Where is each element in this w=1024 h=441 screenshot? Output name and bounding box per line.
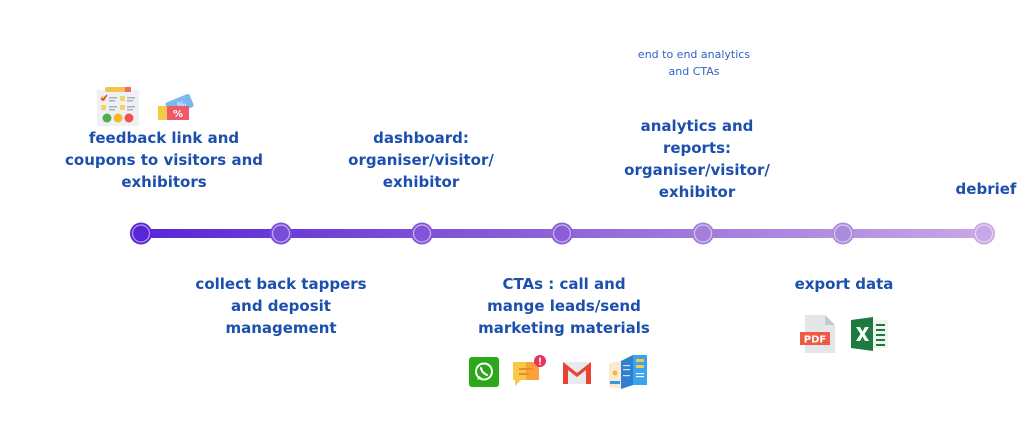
label-line: exhibitor <box>382 173 460 191</box>
label-line: collect back tappers <box>195 275 367 293</box>
gmail-icon <box>563 362 591 384</box>
label-line: export data <box>794 275 894 293</box>
timeline-node-ring <box>271 224 291 243</box>
timeline-node <box>973 222 995 245</box>
whatsapp-icon <box>469 357 499 387</box>
svg-text:%: % <box>173 109 183 120</box>
timeline-node <box>270 222 292 245</box>
step-label-export: export data <box>795 273 894 295</box>
step-label-collect: collect back tappers and deposit managem… <box>195 273 366 339</box>
note-line: and CTAs <box>668 65 720 78</box>
label-line: CTAs : call and <box>502 275 626 293</box>
timeline-node-ring <box>833 224 853 243</box>
label-line: mange leads/send <box>487 297 641 315</box>
timeline-node <box>551 222 573 245</box>
excel-file-icon <box>851 317 888 351</box>
timeline-node-ring <box>412 224 432 243</box>
step-label-analytics: analytics and reports: organiser/visitor… <box>624 115 770 203</box>
label-line: feedback link and <box>88 129 240 147</box>
step-label-feedback: feedback link and coupons to visitors an… <box>65 127 263 193</box>
label-line: coupons to visitors and <box>65 151 263 169</box>
step-label-ctas: CTAs : call and mange leads/send marketi… <box>478 273 650 339</box>
timeline-node <box>692 222 714 245</box>
timeline-node-ring <box>974 224 994 243</box>
label-line: debrief <box>955 180 1017 198</box>
timeline-node-ring <box>131 224 151 243</box>
sms-notification-icon <box>513 355 546 386</box>
feedback-form-icon <box>97 87 139 126</box>
note-line: end to end analytics <box>637 48 751 61</box>
pdf-file-icon: PDF <box>800 315 835 353</box>
brochure-icon <box>609 355 647 389</box>
step-label-debrief: debrief <box>956 178 1017 200</box>
timeline-node <box>411 222 433 245</box>
label-line: organiser/visitor/ <box>624 161 770 179</box>
label-line: exhibitor <box>658 183 736 201</box>
label-line: reports: <box>662 139 732 157</box>
label-line: marketing materials <box>478 319 650 337</box>
label-line: exhibitors <box>121 173 207 191</box>
coupon-ticket-icon: % % <box>158 93 194 120</box>
label-line: management <box>225 319 337 337</box>
timeline-node-ring <box>552 224 572 243</box>
timeline-node <box>130 222 152 245</box>
timeline-node-ring <box>693 224 713 243</box>
label-line: organiser/visitor/ <box>348 151 494 169</box>
label-line: dashboard: <box>373 129 469 147</box>
label-line: analytics and <box>640 117 754 135</box>
note-end-to-end: end to end analytics and CTAs <box>638 46 750 80</box>
label-line: and deposit <box>231 297 331 315</box>
timeline-node <box>832 222 854 245</box>
step-label-dashboard: dashboard: organiser/visitor/ exhibitor <box>348 127 494 193</box>
pdf-label: PDF <box>804 335 826 346</box>
